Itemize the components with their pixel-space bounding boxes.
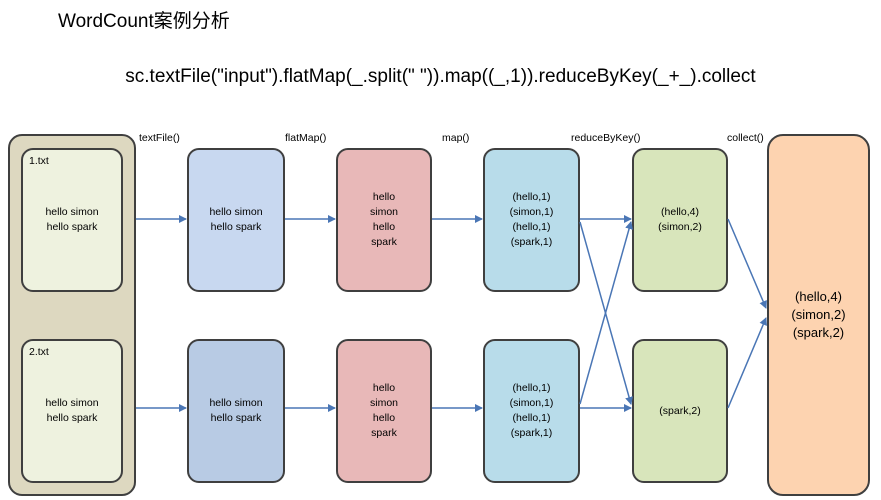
file-name: 1.txt [29,155,49,167]
file-line: hello spark [46,221,98,233]
stage-label-flatmap: flatMap() [285,132,327,144]
box-line: hello [372,221,396,233]
file-line: hello simon [45,397,99,409]
page-title: WordCount案例分析 [58,11,230,32]
box-line: (hello,4) [795,289,842,304]
box-line: hello [372,382,396,394]
box-line: (spark,1) [510,236,553,248]
box-line: spark [371,236,397,248]
map-box-1: (hello,1) (simon,1) (hello,1) (spark,1) [483,148,580,292]
file-line: hello spark [46,412,98,424]
box-line: (spark,1) [510,427,553,439]
stage-label-map: map() [442,132,470,144]
stage-label-collect: collect() [727,132,764,144]
box-line: simon [369,206,398,218]
map-box-2: (hello,1) (simon,1) (hello,1) (spark,1) [483,339,580,483]
file-box-1: 1.txt hello simon hello spark [21,148,123,292]
file-name: 2.txt [29,346,49,358]
box-line: (simon,2) [791,307,846,322]
textfile-box-2: hello simon hello spark [187,339,285,483]
box-line: hello simon [209,397,263,409]
stage-label-reducebykey: reduceByKey() [571,132,641,144]
box-line: (hello,1) [512,221,551,233]
box-line: hello simon [209,206,263,218]
collect-box: (hello,4) (simon,2) (spark,2) [767,134,870,496]
reduce-box-2: (spark,2) [632,339,728,483]
code-line: sc.textFile("input").flatMap(_.split(" "… [125,66,756,87]
box-line: spark [371,427,397,439]
box-line: (simon,1) [509,206,554,218]
flatmap-box-1: hello simon hello spark [336,148,432,292]
box-line: hello [372,191,396,203]
box-line: hello [372,412,396,424]
file-box-2: 2.txt hello simon hello spark [21,339,123,483]
arrow-collect-2 [727,317,767,409]
reduce-box-1: (hello,4) (simon,2) [632,148,728,292]
box-line: (hello,1) [512,382,551,394]
box-line: (hello,4) [661,206,699,218]
arrow-collect-1 [727,218,767,309]
file-line: hello simon [45,206,99,218]
flatmap-box-2: hello simon hello spark [336,339,432,483]
box-line: (simon,1) [509,397,554,409]
arrow-reduce-2a [579,221,633,405]
box-line: hello spark [210,412,262,424]
stage-label-textfile: textFile() [139,132,180,144]
box-line: (simon,2) [658,221,702,233]
box-line: (spark,2) [792,325,845,340]
box-line: (spark,2) [659,404,701,417]
box-line: (hello,1) [512,191,551,203]
box-line: hello spark [210,221,262,233]
textfile-box-1: hello simon hello spark [187,148,285,292]
box-line: simon [369,397,398,409]
box-line: (hello,1) [512,412,551,424]
